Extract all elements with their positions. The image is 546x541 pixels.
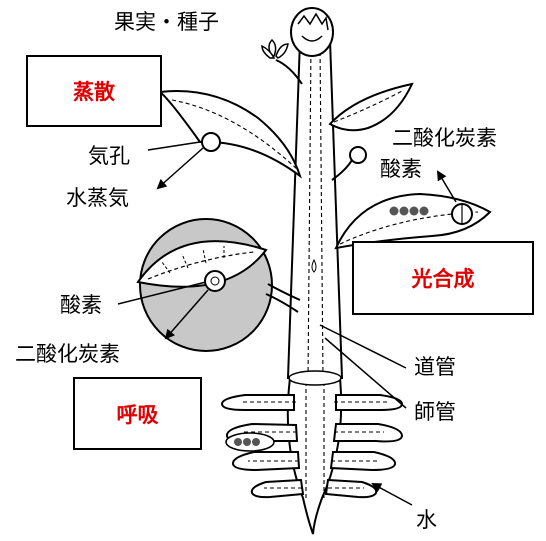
stomata-label: 気孔 [88, 144, 130, 168]
transpiration-box: 蒸散 [26, 55, 162, 127]
roots [222, 378, 402, 534]
photosynthesis-box: 光合成 [352, 241, 534, 315]
magnified-leaf-circle [138, 219, 272, 351]
oxygen-top-label: 酸素 [380, 157, 422, 181]
water-vapor-label: 水蒸気 [66, 186, 129, 210]
fruit-seed-label: 果実・種子 [114, 10, 219, 34]
phloem-label: 師管 [414, 400, 456, 424]
xylem-label: 道管 [414, 355, 456, 379]
oxygen-left-label: 酸素 [60, 293, 102, 317]
stem [288, 40, 342, 385]
water-label: 水 [416, 508, 437, 532]
root-hair-cells [226, 433, 274, 451]
co2-top-label: 二酸化炭素 [392, 126, 497, 150]
respiration-box: 呼吸 [73, 377, 202, 450]
co2-left-label: 二酸化炭素 [15, 342, 120, 366]
fruit [291, 8, 333, 56]
